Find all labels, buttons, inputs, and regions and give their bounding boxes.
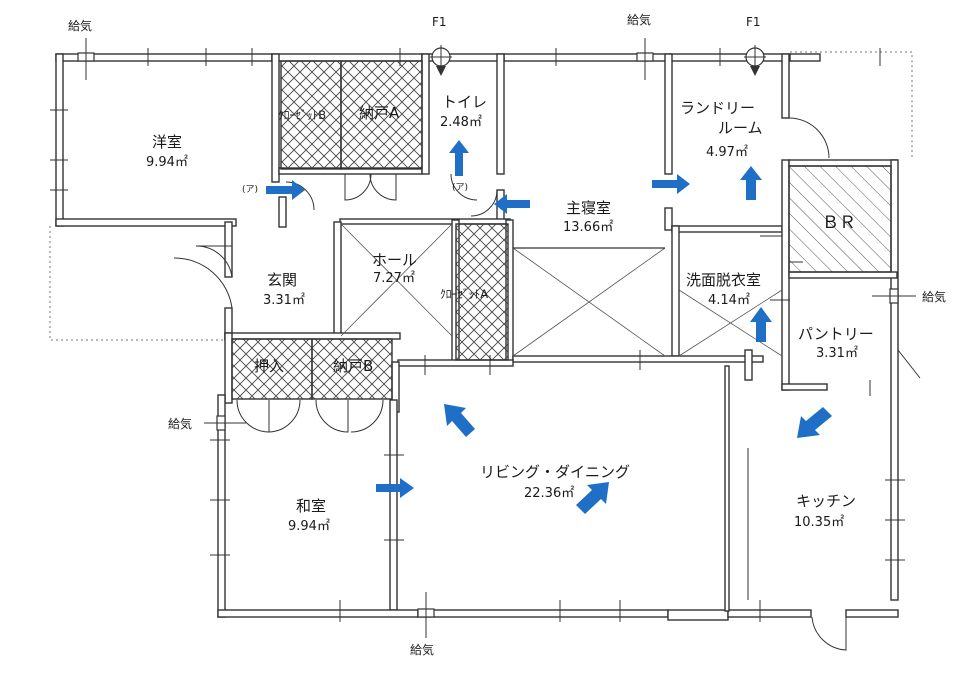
nando-a-label: 納戸A [359, 104, 400, 122]
nando-b-label: 納戸B [333, 357, 373, 375]
room-area-hall: 7.27㎡ [373, 271, 415, 286]
arrow-up-left-icon [444, 404, 475, 437]
room-area-senmen: 4.14㎡ [708, 293, 750, 308]
supply-vent-left [204, 415, 246, 431]
room-name-kitchen: キッチン [796, 492, 856, 510]
room-name-toilet: トイレ [442, 93, 487, 111]
room-area-toilet: 2.48㎡ [440, 115, 482, 130]
a-mark: (ア) [452, 183, 468, 193]
doors [173, 117, 921, 651]
arrow-right-icon [266, 180, 305, 200]
room-area-washitsu: 9.94㎡ [288, 519, 330, 534]
room-area-youshitsu: 9.94㎡ [146, 155, 188, 170]
arrow-right-icon [376, 478, 414, 498]
supply-label: 給気 [68, 18, 92, 33]
arrow-left-icon [494, 194, 530, 214]
supply-vent-top-right [636, 38, 654, 80]
room-name-washitsu: 和室 [296, 497, 326, 515]
room-area-kitchen: 10.35㎡ [794, 515, 844, 530]
room-name-youshitsu: 洋室 [152, 133, 182, 151]
br-hatch [788, 165, 892, 273]
room-area-pantry: 3.31㎡ [816, 346, 858, 361]
f1-label: F1 [432, 15, 447, 29]
room-name-laundry-1: ランドリー [680, 99, 755, 117]
supply-label: 給気 [922, 289, 946, 304]
labels: 給気 F1 給気 F1 給気 給気 給気 (ア) (ア) 洋室 9.94㎡ ｸﾛ… [68, 12, 946, 657]
nando-a-hatch [340, 60, 423, 170]
room-area-genkan: 3.31㎡ [263, 293, 305, 308]
closet-a-label: ｸﾛｰｾﾞｯﾄA [440, 287, 488, 301]
closet-b-label: ｸﾛｰｾﾞｯﾄB [278, 108, 326, 122]
f1-label: F1 [746, 15, 761, 29]
arrow-up-icon [740, 166, 762, 200]
room-area-laundry: 4.97㎡ [706, 145, 748, 160]
room-name-hall: ホール [372, 251, 417, 269]
f1-fan-right [744, 45, 766, 76]
room-name-shushinshitsu: 主寝室 [566, 199, 611, 217]
room-name-laundry-2: ルーム [718, 119, 763, 137]
room-area-living: 22.36㎡ [524, 486, 574, 501]
arrow-up-right-icon [576, 482, 609, 514]
room-area-shushinshitsu: 13.66㎡ [563, 220, 613, 235]
nando-b-hatch [311, 338, 393, 400]
wall-ticks [50, 48, 905, 622]
storage-hatches [231, 60, 892, 400]
airflow-arrows [266, 140, 832, 514]
supply-label: 給気 [168, 416, 192, 431]
room-name-genkan: 玄関 [267, 271, 297, 289]
void-diagonals [340, 223, 783, 357]
arrow-down-left-icon [797, 407, 832, 438]
arrow-right-icon [652, 174, 690, 194]
closet-b-hatch [280, 60, 342, 170]
supply-vent-top-left [77, 38, 95, 80]
oshiire-hatch [231, 338, 313, 400]
oshiire-label: 押入 [254, 357, 284, 375]
supply-vent-right [872, 288, 916, 304]
f1-fan-left [430, 45, 452, 76]
closet-a-hatch [455, 223, 509, 361]
br-label: ＢＲ [822, 213, 856, 233]
room-name-living: リビング・ダイニング [480, 463, 630, 481]
walls [55, 53, 899, 621]
supply-label: 給気 [410, 642, 434, 657]
room-name-senmen: 洗面脱衣室 [686, 271, 761, 289]
supply-vent-bottom [417, 592, 435, 638]
arrow-up-icon [449, 140, 469, 176]
a-mark: (ア) [242, 185, 258, 195]
supply-label: 給気 [627, 12, 651, 27]
arrow-up-icon [750, 307, 772, 342]
room-name-pantry: パントリー [798, 325, 874, 343]
